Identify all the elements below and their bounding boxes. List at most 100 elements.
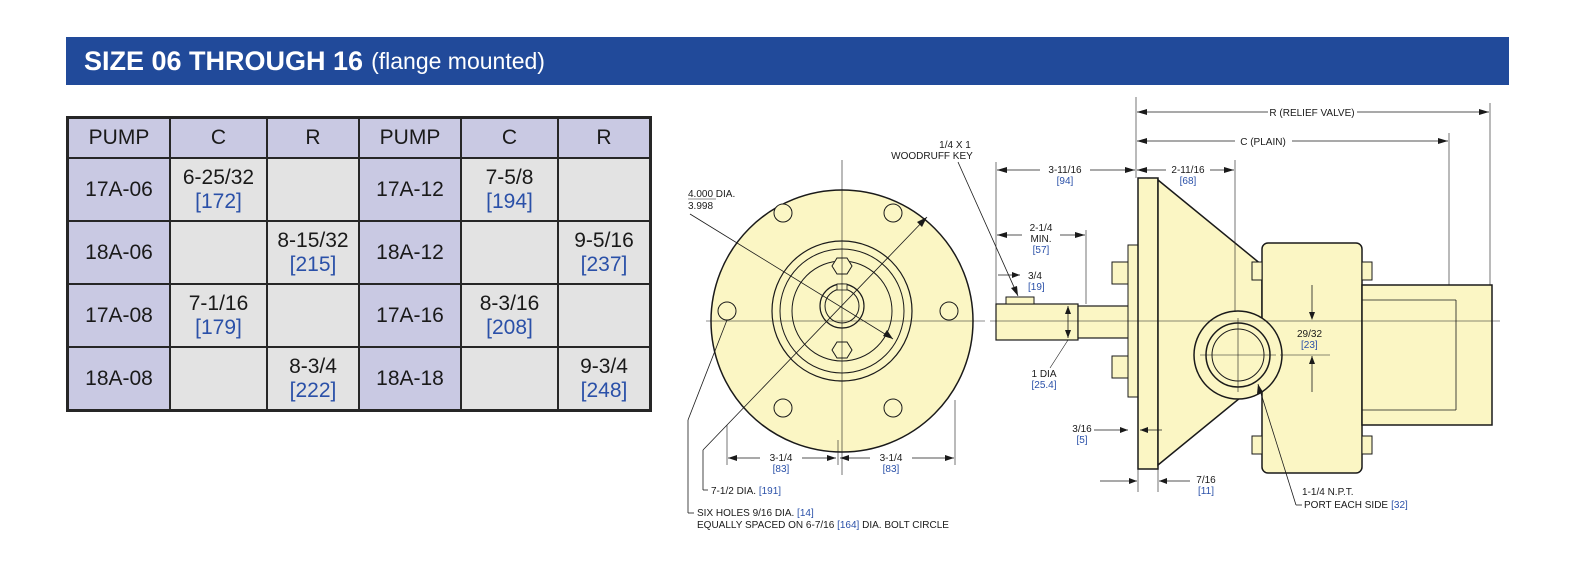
- key-w-label: 3/4: [1028, 271, 1042, 282]
- c-dimension-cell: 8-3/16[208]: [460, 283, 559, 348]
- flange-dia-label: 7-1/2 DIA. [191]: [711, 486, 781, 497]
- arrow-icon: [1159, 478, 1167, 484]
- c-dimension-cell: [169, 220, 268, 285]
- pump-model-cell: 17A-12: [358, 157, 462, 222]
- port-label-1: 1-1/4 N.P.T.: [1302, 487, 1354, 498]
- c-dimension-cell: [460, 346, 559, 412]
- arrow-icon: [883, 330, 893, 339]
- shaft-len-mm: [94]: [1057, 176, 1074, 187]
- dia-leader: [689, 213, 894, 340]
- arrow-icon: [1224, 167, 1234, 173]
- port-leader: [1257, 383, 1297, 506]
- pump-model-cell: 18A-18: [358, 346, 462, 412]
- dim-inches: 7-5/8: [485, 165, 534, 189]
- bolt-hole: [773, 398, 793, 418]
- arrow-icon: [1479, 109, 1489, 115]
- min-label: MIN.: [1030, 234, 1051, 245]
- arrow-icon: [1125, 167, 1135, 173]
- bolt-head-icon: [1251, 435, 1263, 455]
- port-off-mm: [23]: [1301, 340, 1318, 351]
- holes-label-2: EQUALLY SPACED ON 6-7/16 [164] DIA. BOLT…: [697, 520, 949, 531]
- bolt-head-icon: [1111, 355, 1129, 379]
- bolt-hole: [883, 398, 903, 418]
- key-label-2: WOODRUFF KEY: [891, 151, 973, 162]
- flange-end-view: 4.000 DIA. 3.998 3-1/4 [83] 3-1/4 [83] 7…: [687, 160, 985, 531]
- c-dimension-cell: [460, 220, 559, 285]
- arrow-icon: [1137, 167, 1147, 173]
- bolt-head-icon: [1111, 261, 1129, 285]
- section-header: SIZE 06 THROUGH 16 (flange mounted): [66, 37, 1509, 85]
- c-dimension-cell: 6-25/32[172]: [169, 157, 268, 222]
- dim-mm: [237]: [580, 252, 628, 276]
- dim-mm: [215]: [289, 252, 337, 276]
- header-pump: PUMP: [358, 116, 462, 159]
- left-half-mm: [83]: [773, 464, 790, 475]
- dim-inches: 8-15/32: [277, 228, 349, 252]
- arrow-icon: [997, 232, 1007, 238]
- flange-plate: [1137, 177, 1159, 470]
- shaft-dia-label: 1 DIA: [1031, 369, 1056, 380]
- dim-mm: [248]: [580, 378, 628, 402]
- r-dimension-cell: 9-3/4[248]: [557, 346, 652, 412]
- r-dimension-cell: 8-3/4[222]: [266, 346, 360, 412]
- holes-line1: SIX HOLES 9/16 DIA.: [697, 508, 794, 519]
- holes-label-1: SIX HOLES 9/16 DIA. [14]: [697, 508, 814, 519]
- dim-inches: 6-25/32: [182, 165, 255, 189]
- arrow-icon: [1309, 356, 1315, 364]
- min-len-mm: [57]: [1033, 245, 1050, 256]
- flange-dia-in: 7-1/2 DIA.: [711, 486, 756, 497]
- pump-model-cell: 17A-08: [66, 283, 171, 348]
- hub-mm: [11]: [1198, 486, 1214, 497]
- key-w-mm: [19]: [1028, 282, 1045, 293]
- pump-model-cell: 18A-08: [66, 346, 171, 412]
- header-c: C: [169, 116, 268, 159]
- c-label: C (PLAIN): [1240, 137, 1286, 148]
- arrow-icon: [1129, 478, 1137, 484]
- port-line2: PORT EACH SIDE: [1304, 500, 1388, 511]
- woodruff-key: [1005, 296, 1035, 305]
- bolt-head-icon: [1251, 261, 1263, 281]
- shaft-neck: [1077, 305, 1131, 339]
- arrow-icon: [1137, 109, 1147, 115]
- r-dimension-cell: [266, 283, 360, 348]
- dim-inches: 9-3/4: [580, 354, 628, 378]
- shaft-dia-leader: [1049, 339, 1069, 369]
- r-dimension-cell: [266, 157, 360, 222]
- holes-leader: [687, 319, 728, 421]
- right-half-mm: [83]: [883, 464, 900, 475]
- key-leader: [957, 161, 1019, 297]
- port-off-label: 29/32: [1297, 329, 1322, 340]
- body-len-mm: [68]: [1180, 176, 1197, 187]
- section-subtitle: (flange mounted): [371, 47, 545, 74]
- header-r: R: [266, 116, 360, 159]
- hub-label: 7/16: [1196, 475, 1216, 486]
- holes-line2a: EQUALLY SPACED ON 6-7/16: [697, 520, 835, 531]
- dim-inches: 8-3/16: [479, 291, 540, 315]
- bolt-hole: [717, 301, 737, 321]
- bolt-head-icon: [1361, 261, 1373, 281]
- port-mm: [32]: [1391, 500, 1408, 511]
- arrow-icon: [728, 455, 737, 461]
- dim-mm: [208]: [486, 315, 533, 339]
- arrow-icon: [1065, 306, 1071, 314]
- header-pump: PUMP: [66, 116, 171, 159]
- dim-inches: 9-5/16: [574, 228, 634, 252]
- shaft-dia-mm: [25.4]: [1031, 380, 1056, 391]
- c-dimension-cell: 7-1/16[179]: [169, 283, 268, 348]
- pump-model-cell: 18A-06: [66, 220, 171, 285]
- holes-mm2: [164]: [837, 520, 859, 531]
- flange-dia-mm: [191]: [759, 486, 781, 497]
- holes-mm1: [14]: [797, 508, 814, 519]
- flange-t-label: 3/16: [1072, 424, 1092, 435]
- body-len-label: 2-11/16: [1171, 165, 1205, 176]
- key-label-1: 1/4 X 1: [939, 140, 971, 151]
- dia-top-label: 4.000 DIA.: [688, 189, 735, 200]
- dim-mm: [194]: [486, 189, 533, 213]
- arrow-icon: [917, 217, 927, 227]
- dim-inches: 7-1/16: [188, 291, 249, 315]
